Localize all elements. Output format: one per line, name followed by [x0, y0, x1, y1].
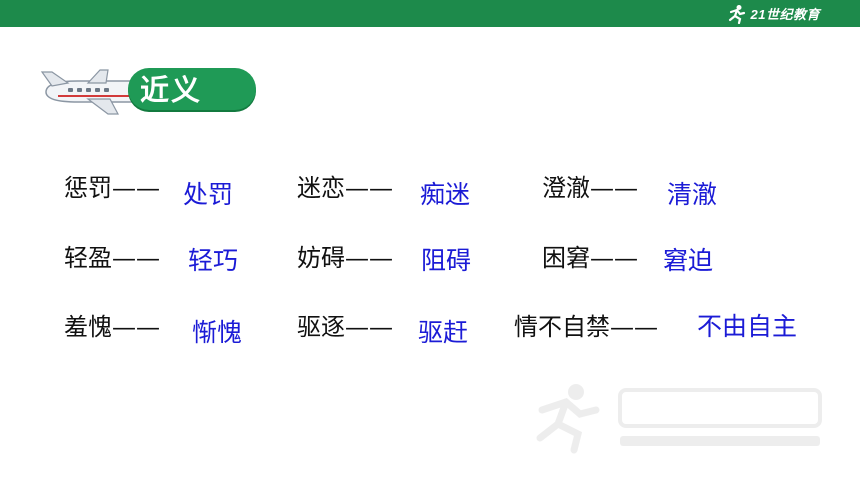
page-title: 近义词 — [140, 73, 203, 147]
top-bar: 21世纪教育 — [0, 0, 860, 27]
word-3: 澄澈—— — [542, 174, 638, 202]
answer-1: 处罚 — [183, 180, 234, 209]
brand-name: 21世纪教育 — [750, 7, 820, 22]
word-6: 困窘—— — [542, 244, 638, 272]
answer-5: 阻碍 — [421, 246, 472, 275]
word-2: 迷恋—— — [297, 174, 393, 202]
answer-8: 驱赶 — [418, 318, 469, 347]
word-8: 驱逐—— — [297, 313, 393, 341]
brand-logo: 21世纪教育 — [725, 3, 820, 24]
answer-2: 痴迷 — [420, 180, 471, 209]
word-4: 轻盈—— — [64, 244, 160, 272]
word-1: 惩罚—— — [64, 174, 160, 202]
word-7: 羞愧—— — [64, 313, 160, 341]
word-9: 情不自禁—— — [514, 313, 658, 341]
runner-logo-icon — [728, 4, 745, 24]
answer-7: 惭愧 — [192, 318, 243, 347]
title-pill — [128, 68, 256, 110]
airplane-icon — [40, 69, 151, 115]
answer-9: 不由自主 — [697, 312, 798, 341]
word-5: 妨碍—— — [297, 244, 393, 272]
section-title: 近义词 — [38, 64, 256, 147]
answer-6: 窘迫 — [663, 246, 714, 275]
watermark-logo-icon — [536, 384, 822, 454]
answer-4: 轻巧 — [188, 246, 239, 275]
answer-3: 清澈 — [667, 180, 718, 209]
